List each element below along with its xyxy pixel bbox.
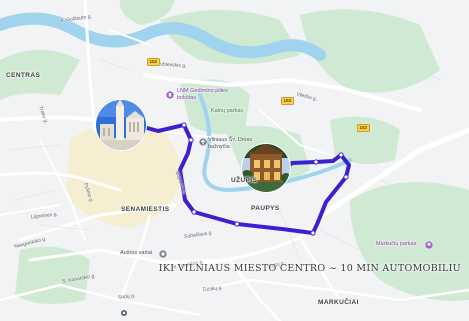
route-waypoint <box>188 137 194 143</box>
poi-gediminas-label[interactable]: LNM Gedimino pilies bokštas <box>177 88 228 101</box>
cathedral-photo-marker[interactable] <box>95 99 147 152</box>
district-markuciai: MARKUČIAI <box>318 299 359 306</box>
road-shield: 103 <box>281 97 294 105</box>
route-waypoint <box>338 152 344 158</box>
district-uzupis: UŽUPIS <box>231 177 258 184</box>
road-shield: 102 <box>147 58 160 66</box>
poi-kalnu-parkas-label[interactable]: Kalnų parkas <box>211 108 244 114</box>
park-icon[interactable] <box>425 241 433 249</box>
neris-river <box>0 12 326 61</box>
vilnia-river <box>198 93 352 193</box>
route-waypoint <box>343 174 349 180</box>
house-photo-marker[interactable] <box>241 143 291 193</box>
district-senamiestis: SENAMIESTIS <box>121 206 170 213</box>
route-waypoint <box>191 209 197 215</box>
poi-ausros-vartai-label[interactable]: Aušros vartai <box>120 250 153 256</box>
poi-markuciu-parkas-label[interactable]: Markučių parkas <box>376 241 417 247</box>
oldtown-area <box>66 122 185 228</box>
route-waypoint <box>181 122 187 128</box>
poi-stdross-label[interactable]: Vilniaus Šv. Dross bažnyčia <box>208 137 253 150</box>
bottom-pin-icon <box>121 310 127 316</box>
road-shield: 102 <box>357 124 370 132</box>
district-centras: CENTRAS <box>6 72 41 79</box>
tower-icon[interactable] <box>166 91 174 99</box>
route-waypoint <box>234 221 240 227</box>
route-waypoint <box>313 159 319 165</box>
map-caption: IKI VILNIAUS MIESTO CENTRO ~ 10 MIN AUTO… <box>158 263 461 274</box>
landmark-icon[interactable] <box>159 250 167 258</box>
church-icon[interactable] <box>199 138 207 146</box>
route-waypoints <box>181 122 349 236</box>
route-waypoint <box>310 230 316 236</box>
district-paupys: PAUPYS <box>251 205 280 212</box>
